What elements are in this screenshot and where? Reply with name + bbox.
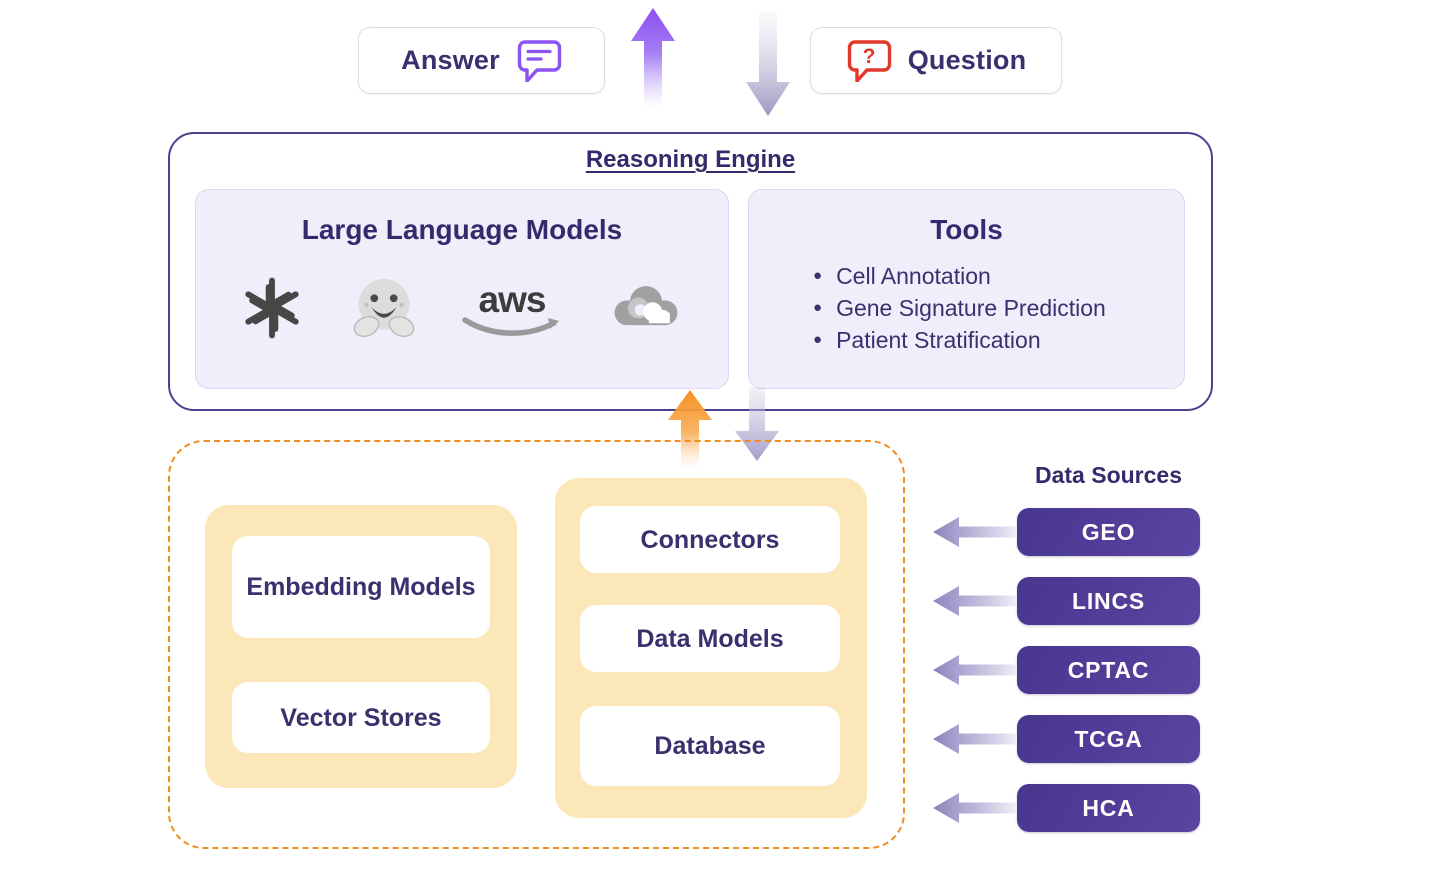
question-box: ? Question [810, 27, 1062, 94]
data-models-card: Data Models [580, 605, 840, 672]
data-source-button-lincs: LINCS [1017, 577, 1200, 625]
question-bubble-icon: ? [847, 40, 891, 82]
left-arrow-icon [933, 655, 1017, 685]
left-arrow-icon [933, 586, 1017, 616]
data-source-button-tcga: TCGA [1017, 715, 1200, 763]
connectors-card: Connectors [580, 506, 840, 573]
down-arrow-icon [746, 12, 790, 116]
data-source-button-cptac: CPTAC [1017, 646, 1200, 694]
tool-item-label: Patient Stratification [836, 327, 1041, 353]
tools-box: Tools ● Cell Annotation ● Gene Signature… [748, 189, 1185, 389]
data-source-button-hca: HCA [1017, 784, 1200, 832]
llm-box: Large Language Models [195, 189, 729, 389]
question-label: Question [907, 45, 1027, 75]
embedding-models-card: Embedding Models [232, 536, 490, 638]
svg-text:?: ? [862, 45, 875, 68]
llm-logos-row: aws [196, 268, 728, 348]
hugging-face-logo-icon [353, 278, 415, 338]
orange-up-arrow-icon [668, 390, 712, 470]
openai-logo-icon [245, 277, 299, 339]
tool-item: ● Patient Stratification [813, 324, 1184, 356]
reasoning-engine-title: Reasoning Engine [585, 146, 796, 173]
knowledge-layer-box [168, 440, 905, 849]
vector-stores-card: Vector Stores [232, 682, 490, 753]
bullet-icon: ● [813, 267, 823, 284]
database-card: Database [580, 706, 840, 786]
tools-title: Tools [930, 214, 1003, 245]
answer-label: Answer [401, 45, 500, 75]
tools-list: ● Cell Annotation ● Gene Signature Predi… [749, 260, 1184, 356]
aws-smile-icon [462, 317, 559, 336]
google-cloud-logo-icon [614, 286, 678, 326]
answer-box: Answer [358, 27, 605, 94]
embedding-group: Embedding Models Vector Stores [205, 505, 517, 788]
tool-item-label: Cell Annotation [836, 263, 991, 289]
purple-down-arrow-icon [735, 387, 779, 461]
left-arrow-icon [933, 517, 1017, 547]
data-sources-title: Data Sources [1034, 462, 1182, 488]
left-arrow-icon [933, 793, 1017, 823]
data-source-button-geo: GEO [1017, 508, 1200, 556]
bullet-icon: ● [813, 299, 823, 316]
reasoning-engine-box: Reasoning Engine Large Language Models [168, 132, 1213, 411]
up-arrow-icon [631, 8, 675, 108]
chat-bubble-icon [517, 40, 562, 82]
tool-item: ● Cell Annotation [813, 260, 1184, 292]
tool-item-label: Gene Signature Prediction [836, 295, 1106, 321]
tool-item: ● Gene Signature Prediction [813, 292, 1184, 324]
left-arrow-icon [933, 724, 1017, 754]
llm-title: Large Language Models [301, 214, 623, 245]
bullet-icon: ● [813, 331, 823, 348]
aws-logo-text: aws [478, 279, 547, 320]
data-infra-group: Connectors Data Models Database [555, 478, 867, 818]
aws-logo: aws [462, 279, 562, 339]
